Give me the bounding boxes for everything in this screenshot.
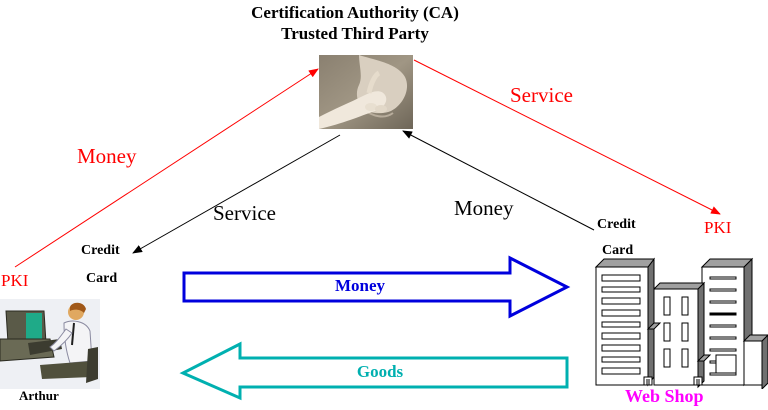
edge-label-service-red: Service [510, 83, 573, 107]
ca-title: Certification Authority (CA) Trusted Thi… [205, 2, 505, 44]
block-arrow-goods [179, 341, 569, 401]
merchant-buildings-image [594, 237, 768, 391]
edge-customer-to-ca-money [14, 68, 319, 268]
block-arrow-goods-label: Goods [356, 362, 404, 381]
ca-title-line2: Trusted Third Party [281, 24, 429, 43]
customer-credit-label: Credit [81, 243, 120, 258]
edge-merchant-to-ca-money [402, 130, 595, 231]
edge-label-service-black: Service [213, 201, 276, 225]
customer-pki-label: PKI [1, 271, 29, 290]
handshake-icon [319, 55, 413, 129]
customer-person-image [0, 299, 100, 389]
office-buildings-icon [594, 257, 768, 391]
block-arrow-money [182, 255, 571, 319]
edge-ca-to-customer-service [132, 134, 341, 254]
block-arrow-money-label: Money [334, 276, 386, 295]
ca-title-line1: Certification Authority (CA) [251, 3, 459, 22]
customer-name-label: Arthur [19, 388, 59, 403]
edge-label-money-black: Money [454, 196, 514, 220]
ca-handshake-image [319, 55, 413, 129]
merchant-credit-label: Credit [597, 217, 636, 232]
edge-label-money-red: Money [77, 144, 137, 168]
edge-ca-to-merchant-service [413, 59, 721, 215]
person-at-computer-icon [0, 299, 100, 389]
merchant-pki-label: PKI [704, 218, 732, 237]
merchant-name-label: Web Shop [625, 386, 704, 406]
customer-card-label: Card [86, 271, 118, 286]
merchant-card-label: Card [602, 243, 634, 258]
